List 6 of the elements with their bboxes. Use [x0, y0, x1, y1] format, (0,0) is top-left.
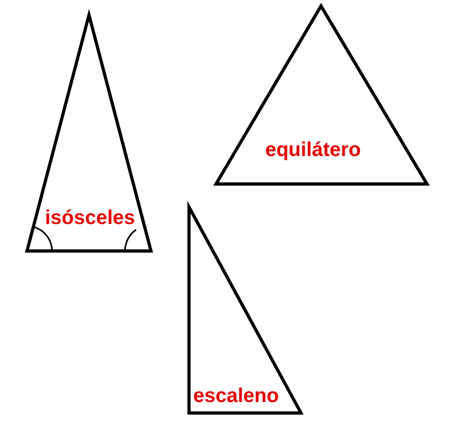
triangle — [213, 2, 430, 186]
triangle — [24, 8, 154, 253]
triangle-label: escaleno — [193, 386, 279, 406]
triangle-label: equilátero — [265, 140, 361, 160]
triangle — [187, 200, 304, 415]
triangle-label: isósceles — [44, 208, 136, 228]
